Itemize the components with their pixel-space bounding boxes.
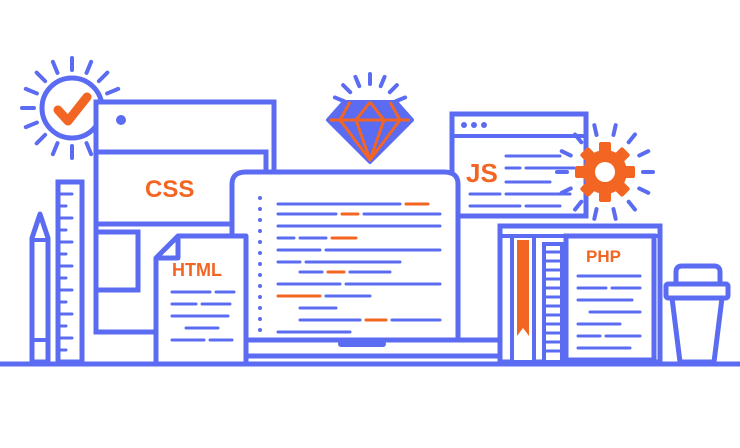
pencil-icon bbox=[29, 211, 51, 365]
js-label: JS bbox=[466, 158, 498, 188]
coffee-cup-icon bbox=[663, 263, 731, 365]
gear-icon bbox=[555, 123, 655, 221]
book-stack: PHP bbox=[497, 223, 663, 365]
ruler-icon bbox=[55, 179, 85, 365]
sun-check-icon bbox=[20, 56, 124, 160]
html-label: HTML bbox=[172, 260, 222, 280]
js-browser-window: JS bbox=[449, 111, 589, 219]
css-label: CSS bbox=[145, 176, 194, 203]
html-document: HTML bbox=[153, 233, 249, 367]
gem-icon bbox=[326, 72, 414, 164]
laptop bbox=[217, 169, 531, 359]
bookmark-icon bbox=[517, 240, 529, 336]
php-label: PHP bbox=[586, 247, 621, 266]
